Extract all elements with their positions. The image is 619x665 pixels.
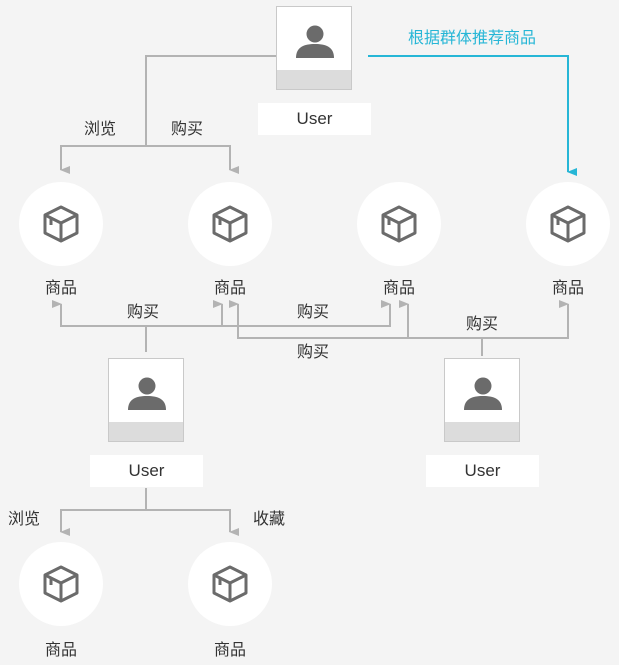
box-icon: [212, 565, 248, 603]
edge-mid-left-favorite: [146, 509, 239, 536]
box-icon: [381, 205, 417, 243]
user-label-mid-left: User: [90, 455, 203, 487]
box-icon: [550, 205, 586, 243]
user-label-mid-right: User: [426, 455, 539, 487]
user-card-footer: [445, 422, 519, 441]
product-label-5: 商品: [44, 640, 78, 659]
recommendation-label: 根据群体推荐商品: [407, 28, 537, 47]
edge-top-user-browse: [60, 55, 277, 174]
edge-mid-right-buy-p4: [481, 300, 569, 356]
product-node-1: [19, 182, 103, 266]
edge-label-browse-top: 浏览: [83, 119, 117, 138]
edge-label-buy-mid-right-2: 购买: [296, 342, 330, 361]
edge-mid-left-buy-p2-p3: [146, 300, 391, 327]
edge-recommendation: [368, 55, 577, 176]
person-icon: [109, 359, 183, 423]
product-label-1: 商品: [44, 278, 78, 297]
user-card-mid-left: [108, 358, 184, 442]
box-icon: [43, 205, 79, 243]
edge-label-browse-bottom: 浏览: [7, 509, 41, 528]
person-icon: [277, 7, 351, 71]
product-node-2: [188, 182, 272, 266]
edge-mid-left-browse: [60, 488, 147, 536]
user-card-footer: [277, 70, 351, 89]
user-card-top: [276, 6, 352, 90]
user-label-top: User: [258, 103, 371, 135]
user-card-footer: [109, 422, 183, 441]
person-icon: [445, 359, 519, 423]
product-label-3: 商品: [382, 278, 416, 297]
edge-top-user-buy: [146, 145, 239, 174]
edge-mid-right-buy-p2: [229, 300, 482, 339]
product-label-2: 商品: [213, 278, 247, 297]
product-label-6: 商品: [213, 640, 247, 659]
edge-label-buy-top: 购买: [170, 119, 204, 138]
user-card-mid-right: [444, 358, 520, 442]
product-node-4: [526, 182, 610, 266]
product-node-3: [357, 182, 441, 266]
edge-label-buy-mid-left-2: 购买: [296, 302, 330, 321]
product-node-6: [188, 542, 272, 626]
edge-label-favorite-bottom: 收藏: [252, 509, 286, 528]
product-label-4: 商品: [551, 278, 585, 297]
box-icon: [43, 565, 79, 603]
edge-mid-left-buy-p1: [52, 300, 147, 352]
edge-label-buy-mid-right-1: 购买: [465, 314, 499, 333]
edge-label-buy-mid-left-1: 购买: [126, 302, 160, 321]
box-icon: [212, 205, 248, 243]
product-node-5: [19, 542, 103, 626]
